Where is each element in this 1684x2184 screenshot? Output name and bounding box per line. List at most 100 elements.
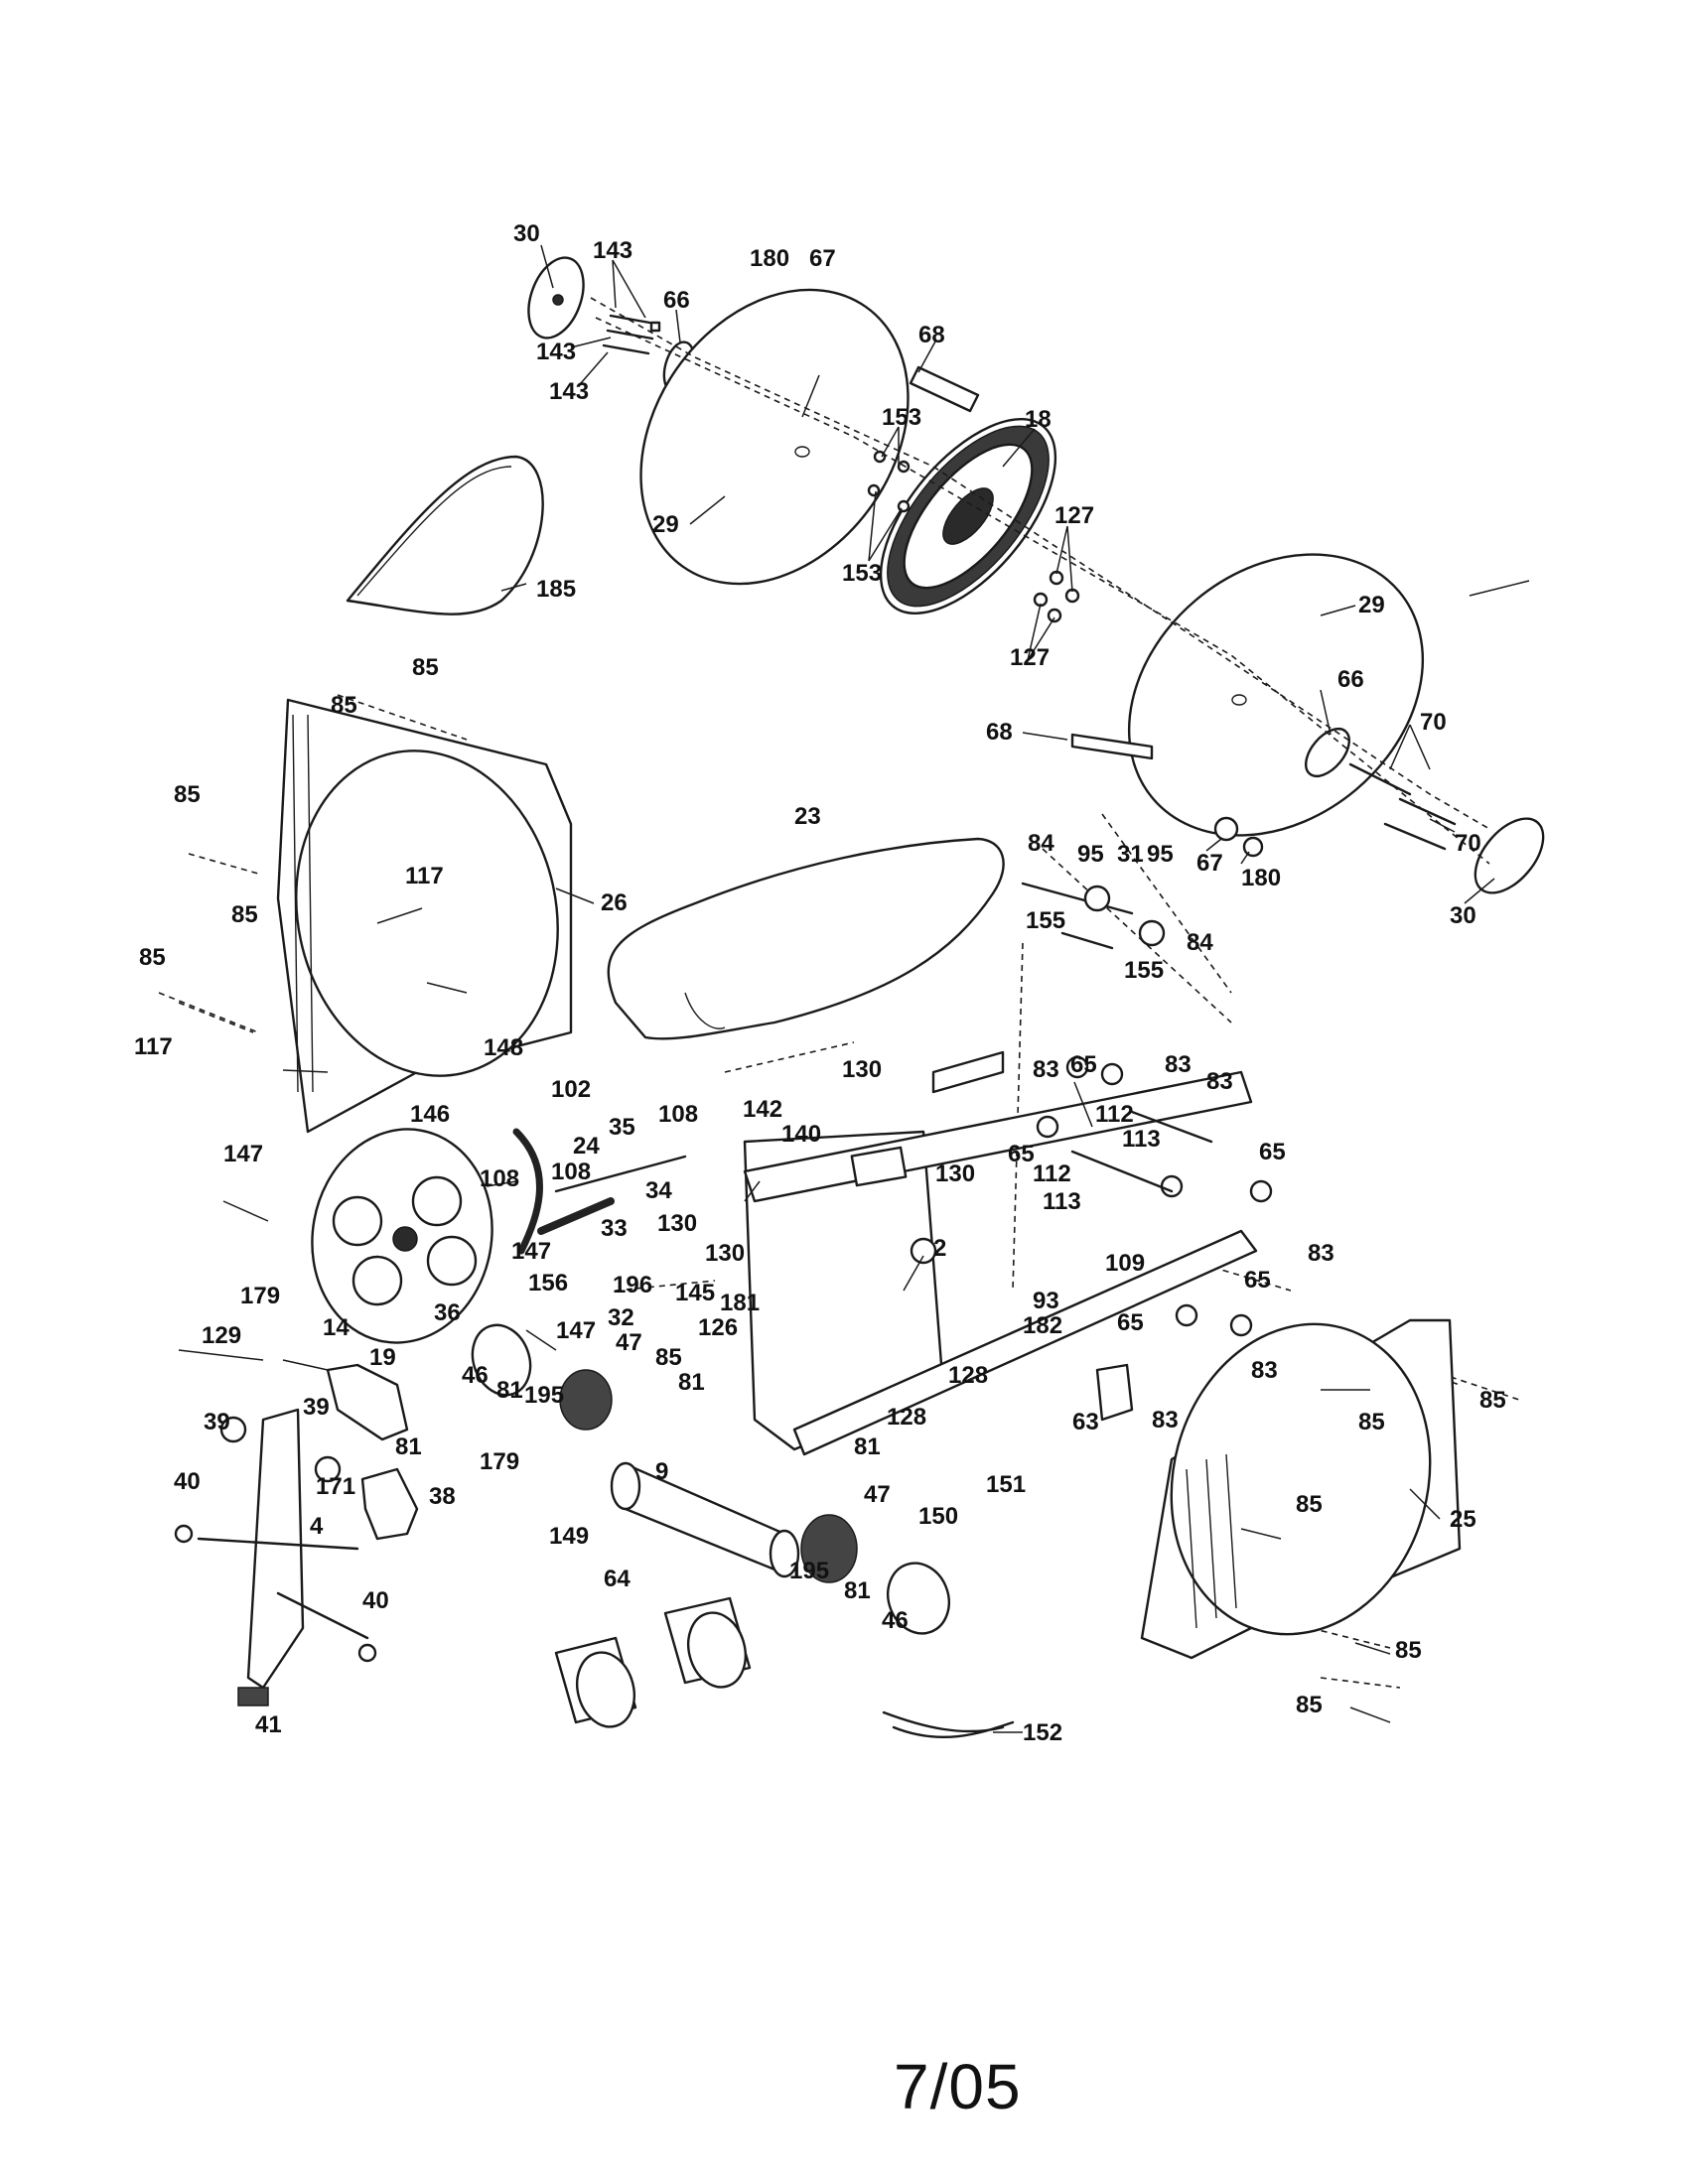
label-142: 142 <box>743 1096 782 1123</box>
wheel-46-right <box>887 1562 950 1635</box>
label-196: 196 <box>613 1272 652 1298</box>
label-179-b: 179 <box>480 1448 519 1475</box>
label-185: 185 <box>536 576 576 603</box>
label-38: 38 <box>429 1483 456 1510</box>
label-26: 26 <box>601 889 628 916</box>
label-39-b: 39 <box>303 1394 330 1421</box>
bolts-70 <box>1348 762 1457 851</box>
spring-33 <box>537 1197 615 1235</box>
label-19: 19 <box>369 1344 396 1371</box>
label-29-right: 29 <box>1358 592 1385 618</box>
axle-bolt-68-right <box>1070 733 1154 760</box>
label-65-c: 65 <box>1259 1139 1286 1165</box>
label-46-left: 46 <box>462 1362 489 1389</box>
label-46-right: 46 <box>882 1607 909 1634</box>
label-63: 63 <box>1072 1409 1099 1435</box>
label-66-left: 66 <box>663 287 690 314</box>
label-65-b: 65 <box>1008 1141 1035 1167</box>
label-85-f: 85 <box>655 1344 682 1371</box>
wheel-46-left <box>471 1323 532 1397</box>
pedal-arm-4 <box>197 1408 369 1690</box>
flywheel-18 <box>879 418 1057 614</box>
label-152: 152 <box>1023 1719 1062 1746</box>
roller-9 <box>610 1461 800 1578</box>
drive-belt-185 <box>346 455 544 615</box>
label-83-d: 83 <box>1308 1240 1334 1267</box>
label-112-a: 112 <box>1095 1101 1134 1128</box>
label-108-a: 108 <box>658 1101 698 1128</box>
label-140: 140 <box>781 1121 821 1148</box>
label-128-a: 128 <box>948 1362 988 1389</box>
label-81-d: 81 <box>854 1433 881 1460</box>
label-67-right: 67 <box>1196 850 1223 877</box>
label-81-e: 81 <box>844 1577 871 1604</box>
label-85-a: 85 <box>412 654 439 681</box>
label-147-c: 147 <box>556 1317 596 1344</box>
main-frame-2 <box>743 1050 1258 1456</box>
label-148: 148 <box>484 1034 523 1061</box>
label-143-c: 143 <box>549 378 589 405</box>
label-40-a: 40 <box>174 1468 201 1495</box>
label-39-a: 39 <box>204 1409 230 1435</box>
label-85-d: 85 <box>231 901 258 928</box>
label-153-a: 153 <box>882 404 921 431</box>
label-128-b: 128 <box>887 1404 926 1431</box>
label-153-b: 153 <box>842 560 882 587</box>
label-150: 150 <box>918 1503 958 1530</box>
label-68-right: 68 <box>986 719 1013 746</box>
bracket-14 <box>326 1363 409 1441</box>
label-35: 35 <box>609 1114 635 1141</box>
label-147-b: 147 <box>511 1238 551 1265</box>
label-85-g: 85 <box>1479 1387 1506 1414</box>
label-130-d: 130 <box>705 1240 745 1267</box>
label-143-a: 143 <box>593 237 632 264</box>
nut-180-right <box>1242 836 1264 858</box>
leader-lines <box>178 244 1530 1733</box>
belt-24 <box>512 1128 543 1255</box>
label-112-b: 112 <box>1033 1160 1071 1187</box>
label-156: 156 <box>528 1270 568 1297</box>
motor-38 <box>360 1467 419 1541</box>
label-66-right: 66 <box>1337 666 1364 693</box>
label-65-e: 65 <box>1117 1309 1144 1336</box>
label-180-right: 180 <box>1241 865 1281 891</box>
label-33: 33 <box>601 1215 628 1242</box>
label-117-b: 117 <box>134 1033 173 1060</box>
label-145: 145 <box>675 1280 715 1306</box>
page-footer-date: 7/05 <box>894 2051 1022 2122</box>
label-195-a: 195 <box>524 1382 564 1409</box>
pivot-parts-right <box>1036 1055 1273 1422</box>
label-113-b: 113 <box>1043 1188 1081 1215</box>
hub-66-right <box>1305 728 1350 777</box>
label-85-c: 85 <box>174 781 201 808</box>
label-4: 4 <box>310 1513 324 1540</box>
label-85-j: 85 <box>1395 1637 1422 1664</box>
bushings-39-40 <box>174 1416 377 1663</box>
label-149: 149 <box>549 1523 589 1550</box>
label-95-b: 95 <box>1147 841 1174 868</box>
label-108-b: 108 <box>551 1159 591 1185</box>
label-30-right: 30 <box>1450 902 1476 929</box>
label-25: 25 <box>1450 1506 1476 1533</box>
label-36: 36 <box>434 1299 461 1326</box>
end-caps-64 <box>554 1596 752 1728</box>
label-108-c: 108 <box>480 1165 519 1192</box>
label-31: 31 <box>1117 841 1144 868</box>
label-34: 34 <box>645 1177 672 1204</box>
nut-67-right <box>1213 816 1239 842</box>
label-113-a: 113 <box>1122 1126 1161 1153</box>
label-30-left: 30 <box>513 220 540 247</box>
label-70-a: 70 <box>1420 709 1447 736</box>
label-129: 129 <box>202 1322 241 1349</box>
label-14: 14 <box>323 1314 350 1341</box>
axle-31 <box>1021 882 1166 950</box>
label-146: 146 <box>410 1101 450 1128</box>
pedal-41 <box>237 1687 269 1706</box>
label-85-h: 85 <box>1358 1409 1385 1435</box>
label-130-b: 130 <box>935 1160 975 1187</box>
rod-34-35 <box>554 1155 687 1193</box>
small-pulley-30-left <box>527 256 585 340</box>
label-83-b: 83 <box>1165 1051 1192 1078</box>
label-81-c: 81 <box>496 1377 523 1404</box>
